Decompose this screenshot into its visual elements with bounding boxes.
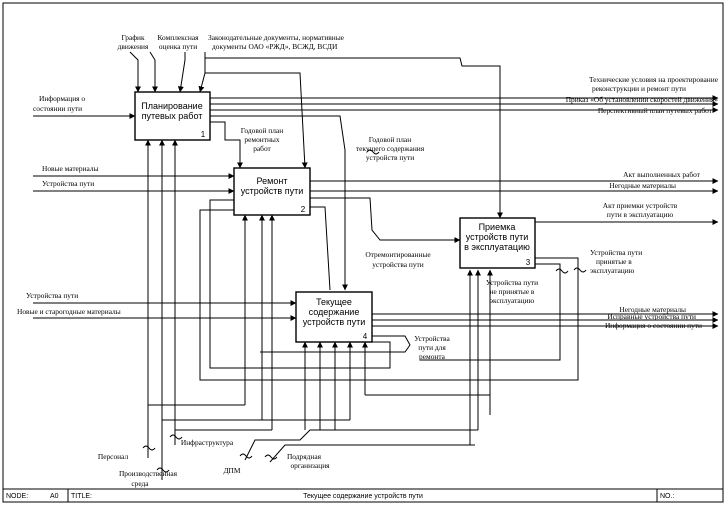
box-repair[interactable]: Ремонт устройств пути 2 [233, 167, 311, 216]
arrow-labels: График движения Комплексная оценка пути … [17, 33, 719, 488]
label-godovoy-rem-3: работ [253, 144, 271, 153]
label-persp: Перспективный план путевых работ [598, 106, 713, 115]
label-grafik-2: движения [118, 42, 149, 51]
label-podr-2: организация [290, 461, 330, 470]
label-akt-pr-2: пути в эксплуатацию [607, 210, 674, 219]
label-prin-1: Устройства пути [590, 248, 642, 257]
label-zakon-1: Законодательные документы, нормативные [208, 33, 345, 42]
label-prikaz: Приказ «Об установлении скоростей движен… [566, 95, 719, 104]
footer-node-label: NODE: [6, 493, 28, 500]
box-acceptance[interactable]: Приемка устройств пути в эксплуатацию 3 [459, 217, 536, 269]
box-3-title-line3: в эксплуатацию [464, 242, 530, 252]
label-grafik-1: График [121, 33, 145, 42]
label-info-2: состоянии пути [33, 104, 82, 113]
label-proizv-2: среда [131, 479, 149, 488]
label-dlya-rem-1: Устройства [414, 334, 450, 343]
label-info-1: Информация о [39, 94, 85, 103]
label-novye: Новые материалы [42, 164, 99, 173]
box-2-number: 2 [301, 205, 306, 214]
label-neprin-3: эксплуатацию [490, 296, 535, 305]
box-3-title-line2: устройств пути [466, 232, 529, 242]
label-novye-star: Новые и старогодные материалы [17, 307, 121, 316]
label-podr-1: Подрядная [287, 452, 322, 461]
label-prin-3: эксплуатацию [590, 266, 635, 275]
box-2-title-line2: устройств пути [241, 186, 304, 196]
label-dpm: ДПМ [224, 466, 241, 475]
label-neprin-1: Устройства пути [486, 278, 538, 287]
label-godovoy-tek-3: устройств пути [366, 153, 414, 162]
box-3-title-line1: Приемка [479, 222, 516, 232]
label-negod-2: Негодные материалы [619, 305, 686, 314]
label-ustr-in-4: Устройства пути [26, 291, 78, 300]
label-zakon-2: документы ОАО «РЖД», ВСЖД, ВСДИ [212, 42, 338, 51]
label-ustr-in-2: Устройства пути [42, 179, 94, 188]
box-4-number: 4 [363, 332, 368, 341]
box-4-title-line2: содержание [309, 307, 360, 317]
label-otrem-1: Отремонтированные [365, 250, 431, 259]
label-prin-2: принятые в [596, 257, 632, 266]
label-tu-1: Технические условия на проектирование [589, 75, 719, 84]
label-dlya-rem-2: пути для [418, 343, 446, 352]
label-tu-2: реконструкции и ремонт пути [592, 84, 686, 93]
footer-no-label: NO.: [660, 493, 674, 500]
footer-title-label: TITLE: [71, 493, 92, 500]
box-1-title-line2: путевых работ [142, 111, 203, 121]
label-personal: Персонал [98, 452, 129, 461]
label-negod-1: Негодные материалы [609, 181, 676, 190]
box-1-title-line1: Планирование [141, 101, 202, 111]
box-1-number: 1 [201, 130, 206, 139]
box-3-number: 3 [526, 258, 531, 267]
label-akt-vyp: Акт выполненных работ [623, 170, 701, 179]
label-ispr: Исправные устройства пути [607, 312, 696, 321]
squiggle-marks [142, 149, 587, 473]
box-4-title-line3: устройств пути [303, 317, 366, 327]
label-proizv-1: Производственная [119, 469, 178, 478]
label-godovoy-tek-2: текущего содержания [356, 144, 425, 153]
label-kompl-2: оценка пути [159, 42, 197, 51]
label-godovoy-tek-1: Годовой план [369, 135, 411, 144]
footer-bar: NODE: A0 TITLE: Текущее содержание устро… [2, 488, 724, 503]
label-dlya-rem-3: ремонта [419, 352, 446, 361]
box-maintenance[interactable]: Текущее содержание устройств пути 4 [295, 291, 373, 343]
footer-node-value: A0 [50, 493, 59, 500]
label-kompl-1: Комплексная [157, 33, 199, 42]
label-akt-pr-1: Акт приемки устройств [603, 201, 678, 210]
label-infra: Инфраструктура [181, 438, 234, 447]
label-neprin-2: не принятые в [490, 287, 535, 296]
label-godovoy-rem-1: Годовой план [241, 126, 283, 135]
label-godovoy-rem-2: ремонтных [244, 135, 279, 144]
box-planning[interactable]: Планирование путевых работ 1 [134, 91, 211, 141]
box-4-title-line1: Текущее [316, 297, 352, 307]
label-info-out: Информация о состоянии пути [605, 321, 702, 330]
box-2-title-line1: Ремонт [257, 176, 288, 186]
label-otrem-2: устройства пути [372, 260, 424, 269]
footer-title-value: Текущее содержание устройств пути [303, 492, 423, 500]
arrow-lines [33, 51, 719, 480]
